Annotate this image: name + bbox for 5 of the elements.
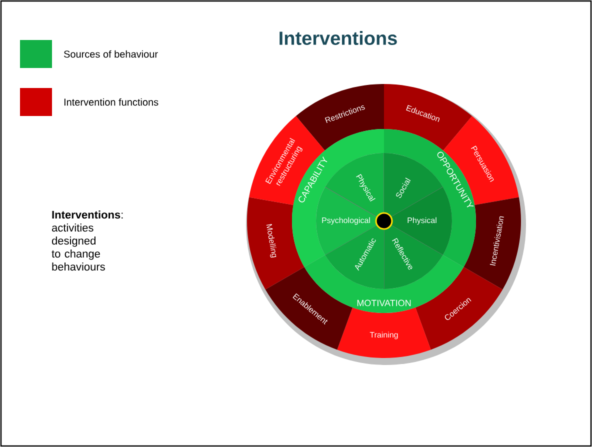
intervention-segment: Training [337, 307, 431, 358]
title: Interventions [280, 31, 397, 45]
note-text: Interventions: activities designed to change behaviours [52, 210, 123, 271]
legend-label: Sources of behaviour [64, 50, 158, 58]
legend-label: Intervention functions [64, 98, 158, 106]
